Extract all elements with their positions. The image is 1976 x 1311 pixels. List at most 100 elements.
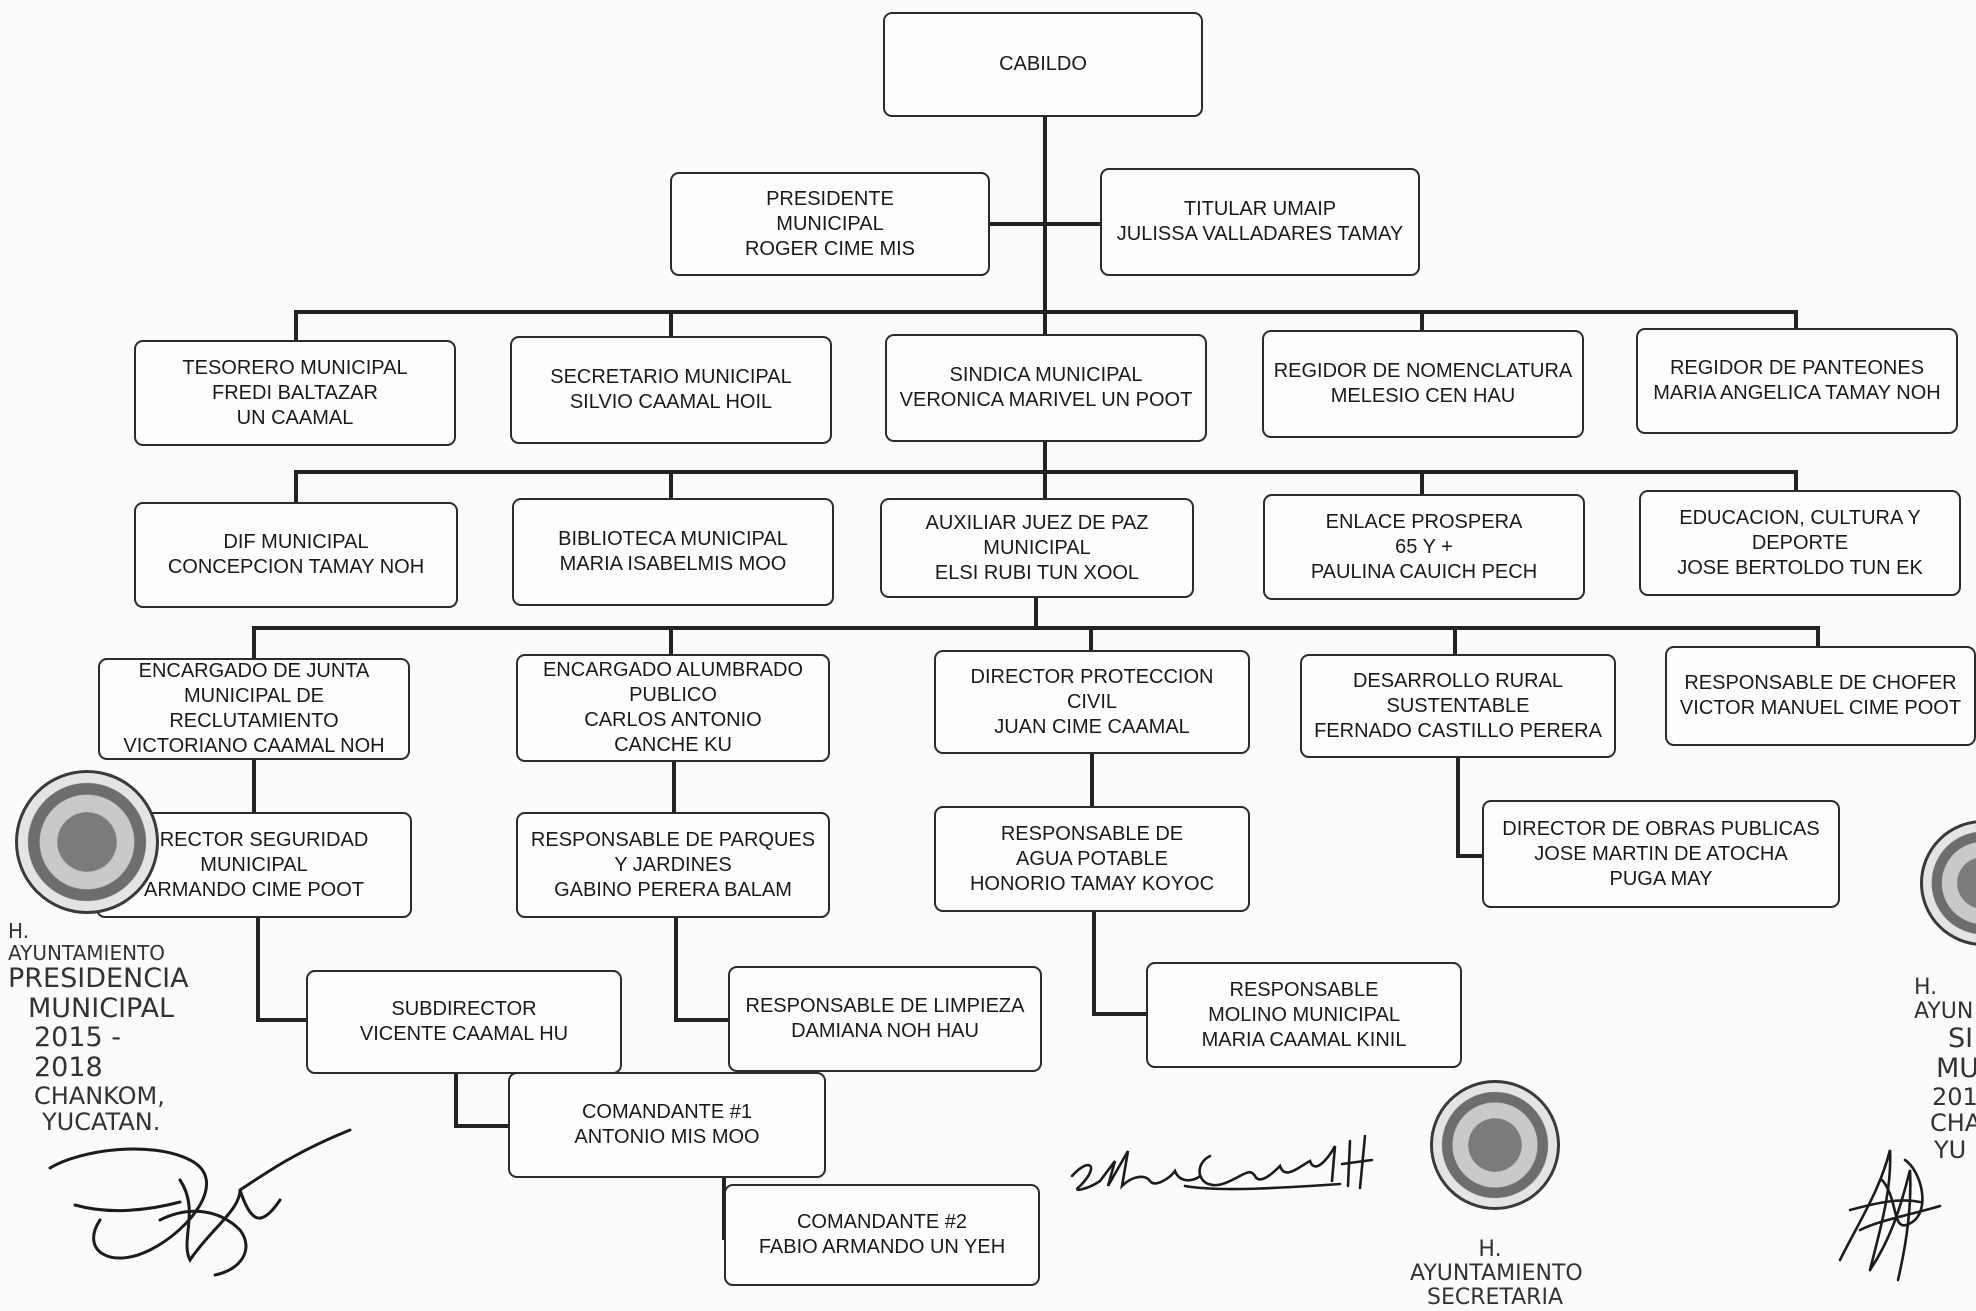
box-line: JOSE MARTIN DE ATOCHA (1534, 842, 1788, 865)
org-box-regidor-nomenclatura: REGIDOR DE NOMENCLATURA MELESIO CEN HAU (1262, 330, 1584, 438)
box-line: ARMANDO CIME POOT (143, 878, 364, 901)
box-line: CIVIL (1066, 690, 1118, 713)
box-title: DIRECTOR SEGURIDAD (139, 828, 369, 851)
center-stamp: H. AYUNTAMIENTO SECRETARIA (1410, 1080, 1583, 1311)
left-stamp-text: H. AYUNTAMIENTO PRESIDENCIA MUNICIPAL 20… (8, 919, 189, 1137)
box-title: RESPONSABLE DE PARQUES (530, 828, 816, 851)
box-line: GABINO PERERA BALAM (554, 878, 792, 901)
box-line: HONORIO TAMAY KOYOC (969, 872, 1215, 895)
box-title: DESARROLLO RURAL (1352, 669, 1564, 692)
box-line: DEPORTE (1751, 531, 1849, 554)
stamp-line: H. AYUN (1914, 975, 1974, 1025)
org-box-secretario: SECRETARIO MUNICIPAL SILVIO CAAMAL HOIL (510, 336, 832, 444)
box-title: DIRECTOR DE OBRAS PUBLICAS (1502, 817, 1820, 840)
box-title: REGIDOR DE NOMENCLATURA (1273, 360, 1573, 382)
box-line: PUGA MAY (1609, 867, 1713, 890)
box-line: FERNADO CASTILLO PERERA (1314, 719, 1602, 742)
box-title: EDUCACION, CULTURA Y (1679, 506, 1921, 529)
coat-of-arms-icon (1430, 1080, 1560, 1210)
stamp-line: MUNICIPAL (28, 992, 175, 1024)
box-title: COMANDANTE #2 (796, 1211, 968, 1233)
box-line: PAULINA CAUICH PECH (1310, 560, 1538, 583)
box-line: MARIA ANGELICA TAMAY NOH (1653, 382, 1941, 404)
box-title: REGIDOR DE PANTEONES (1669, 357, 1925, 379)
stamp-line: SECRETARIA (1426, 1285, 1564, 1311)
box-title: DIF MUNICIPAL (223, 531, 369, 553)
stamp-line: MU (1936, 1053, 1976, 1085)
box-line: AGUA POTABLE (1016, 847, 1168, 870)
signature-right (1838, 1149, 1942, 1282)
stamp-line: SI (1948, 1023, 1974, 1055)
right-stamp: H. AYUN SI MU 201 CHA YU (1914, 820, 1976, 1160)
box-line: SILVIO CAAMAL HOIL (569, 391, 773, 413)
box-title: AUXILIAR JUEZ DE PAZ (925, 511, 1149, 534)
box-line: MUNICIPAL (200, 853, 308, 876)
box-line: 65 Y + (1395, 535, 1453, 558)
box-line: ANTONIO MIS MOO (574, 1126, 760, 1148)
stamp-line: H. AYUNTAMIENTO (8, 919, 166, 965)
box-line: FREDI BALTAZAR (212, 381, 378, 404)
box-line: SUSTENTABLE (1386, 694, 1530, 717)
box-line: Y JARDINES (614, 853, 732, 876)
box-line: VICTORIANO CAAMAL NOH (123, 735, 385, 757)
org-box-umaip: TITULAR UMAIP JULISSA VALLADARES TAMAY (1100, 168, 1420, 276)
stamp-line: H. AYUNTAMIENTO (1410, 1237, 1583, 1287)
box-line: UN CAAMAL (236, 406, 354, 429)
stamp-line: YUCATAN. (42, 1108, 161, 1137)
box-line: MOLINO MUNICIPAL (1208, 1003, 1400, 1026)
box-title: SECRETARIO MUNICIPAL (550, 366, 792, 388)
org-box-biblioteca: BIBLIOTECA MUNICIPAL MARIA ISABELMIS MOO (512, 498, 834, 606)
box-title: ENCARGADO DE JUNTA (138, 660, 370, 682)
box-title: TESORERO MUNICIPAL (182, 356, 408, 379)
signature-left (48, 1128, 352, 1277)
box-title: SUBDIRECTOR (391, 998, 537, 1020)
box-line: FABIO ARMANDO UN YEH (758, 1236, 1006, 1258)
box-title: CABILDO (999, 53, 1087, 75)
stamp-line: 201 (1932, 1082, 1976, 1111)
box-line: MARIA ISABELMIS MOO (559, 553, 787, 575)
box-title: TITULAR UMAIP (1183, 198, 1337, 220)
box-title: RESPONSABLE DE LIMPIEZA (745, 995, 1025, 1017)
org-box-dif: DIF MUNICIPAL CONCEPCION TAMAY NOH (134, 502, 458, 608)
box-title: PRESIDENTE (766, 187, 894, 210)
box-line: JULISSA VALLADARES TAMAY (1116, 223, 1404, 245)
box-title: DIRECTOR PROTECCION (970, 665, 1214, 688)
box-line: CARLOS ANTONIO (584, 709, 762, 731)
stamp-line: YU (1934, 1135, 1967, 1160)
box-line: RECLUTAMIENTO (169, 710, 339, 732)
box-line: VICTOR MANUEL CIME POOT (1679, 697, 1962, 719)
box-line: MELESIO CEN HAU (1330, 385, 1516, 407)
box-title: BIBLIOTECA MUNICIPAL (558, 528, 788, 550)
stamp-line: CHANKOM, (34, 1081, 165, 1110)
box-line: JUAN CIME CAAMAL (994, 715, 1190, 738)
box-line: CONCEPCION TAMAY NOH (167, 556, 425, 578)
box-line: CANCHE KU (614, 734, 732, 756)
box-title: ENCARGADO ALUMBRADO (542, 659, 804, 681)
box-line: ROGER CIME MIS (744, 237, 915, 260)
left-stamp (12, 770, 162, 914)
box-line: JOSE BERTOLDO TUN EK (1677, 556, 1923, 579)
stamp-line: CHA (1930, 1109, 1976, 1138)
box-line: MARIA CAAMAL KINIL (1201, 1028, 1407, 1051)
org-box-comandante-2: COMANDANTE #2 FABIO ARMANDO UN YEH (724, 1184, 1040, 1286)
box-line: MUNICIPAL (776, 212, 884, 235)
coat-of-arms-icon (15, 770, 159, 914)
box-title: SINDICA MUNICIPAL (949, 364, 1143, 386)
